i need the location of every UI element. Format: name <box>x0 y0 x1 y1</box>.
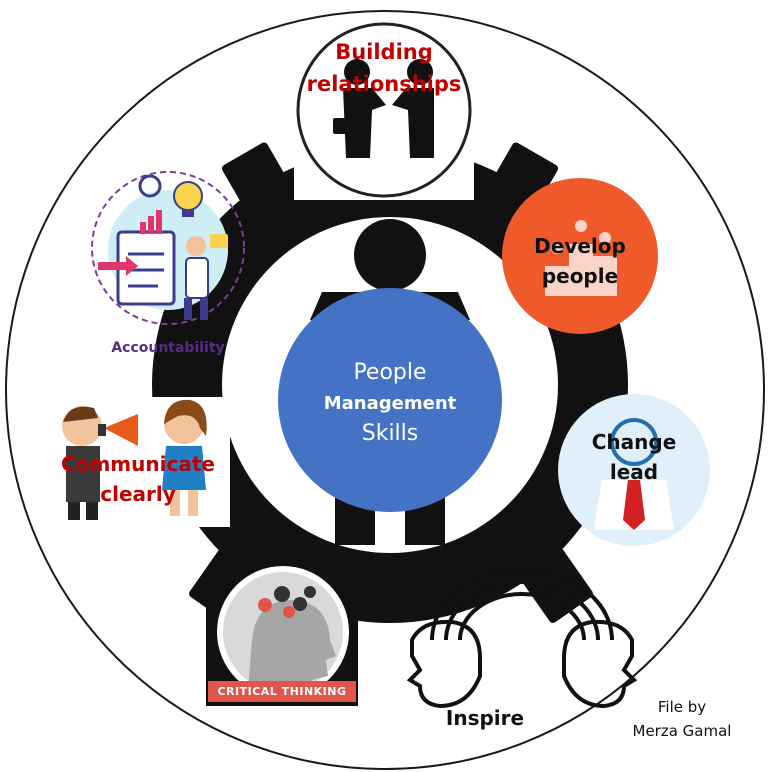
accountability-label: Accountability <box>111 340 225 356</box>
head-profile-icon <box>248 600 336 690</box>
credit-line-2: Merza Gamal <box>632 722 732 740</box>
critical-thinking-tile <box>206 566 358 706</box>
inspire-tile <box>406 568 638 709</box>
hub-line-3: Skills <box>361 421 419 446</box>
bar-chart-icon <box>140 210 162 234</box>
megaphone-icon <box>98 414 138 446</box>
gear-small-icon <box>138 174 162 198</box>
speaker-man-icon <box>62 406 102 520</box>
change-lead-tile <box>558 394 710 546</box>
check-message-icon <box>210 234 228 248</box>
center-hub <box>278 288 502 512</box>
communicate-clearly-tile <box>46 397 230 527</box>
develop-people-label-2: people <box>541 264 619 288</box>
podium-people-icon <box>545 220 617 296</box>
leader-tie-icon <box>594 418 674 530</box>
accountability-tile <box>91 171 245 325</box>
gears-icon <box>258 586 316 618</box>
arrow-icon <box>98 256 138 276</box>
person-with-tablet-icon <box>184 236 209 320</box>
rainbow-icon <box>430 568 614 641</box>
credit-line-1: File by <box>657 698 707 716</box>
communicate-clearly-label-1: Communicate <box>61 452 215 476</box>
change-lead-label-2: lead <box>609 460 659 484</box>
develop-people-label-1: Develop <box>534 234 626 258</box>
head-left-icon <box>406 619 482 709</box>
handshake-icon <box>333 59 434 158</box>
hub-line-2: Management <box>323 393 457 414</box>
building-relationships-label-1: Building <box>335 40 433 64</box>
inspire-label: Inspire <box>445 706 525 730</box>
head-right-icon <box>562 619 638 709</box>
critical-thinking-label: CRITICAL THINKING <box>217 685 347 698</box>
change-lead-label-1: Change <box>591 430 677 454</box>
communicate-clearly-label-2: clearly <box>100 482 176 506</box>
critical-thinking-band <box>208 681 356 702</box>
hub-line-1: People <box>353 360 427 385</box>
building-relationships-tile <box>294 22 474 200</box>
listener-woman-icon <box>162 399 207 516</box>
building-relationships-label-2: relationships <box>306 72 462 96</box>
lightbulb-icon <box>173 181 203 217</box>
clipboard-icon <box>116 230 176 306</box>
develop-people-tile <box>502 178 658 334</box>
